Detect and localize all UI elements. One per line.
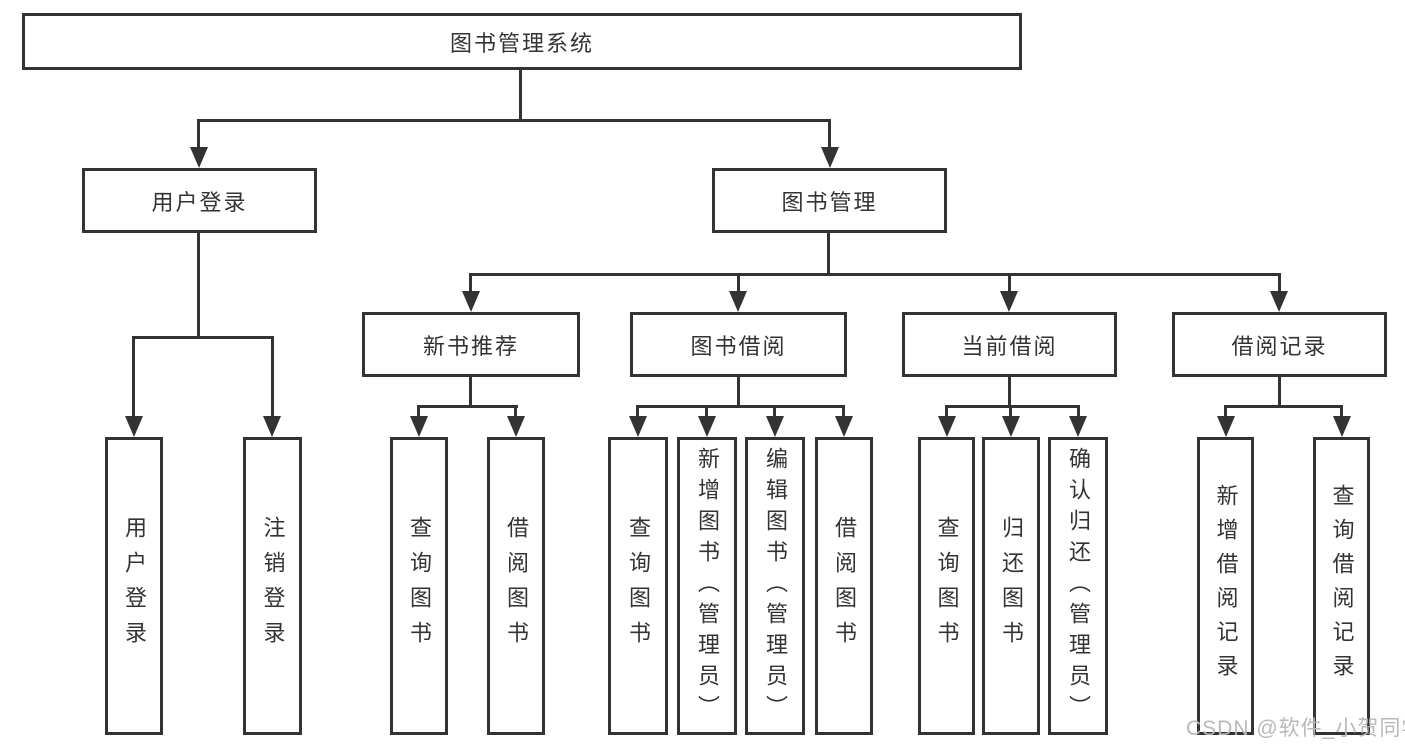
- connector-line: [737, 273, 740, 293]
- connector-line: [132, 336, 274, 339]
- connector-line: [197, 233, 200, 339]
- arrowhead-icon: [629, 416, 647, 437]
- connector-line: [773, 405, 776, 419]
- node-new-book-recommendation: 新书推荐: [362, 312, 580, 377]
- node-label: 图书管理系统: [449, 30, 594, 56]
- arrowhead-icon: [507, 416, 525, 437]
- arrowhead-icon: [1002, 416, 1020, 437]
- connector-line: [945, 405, 948, 419]
- connector-line: [197, 119, 831, 122]
- connector-line: [1009, 405, 1012, 419]
- arrowhead-icon: [938, 416, 956, 437]
- leaf-user-login: 用户登录: [105, 437, 163, 735]
- leaf-return-books: 归还图书: [982, 437, 1040, 735]
- arrowhead-icon: [190, 147, 208, 168]
- node-label: 查询借阅记录: [1329, 484, 1355, 688]
- node-label: 查询图书: [626, 516, 651, 656]
- connector-line: [519, 70, 522, 122]
- arrowhead-icon: [821, 147, 839, 168]
- node-label: 查询图书: [934, 516, 960, 656]
- node-label: 新书推荐: [422, 333, 519, 359]
- connector-line: [1008, 273, 1011, 293]
- node-label: 借阅图书: [504, 516, 529, 656]
- node-label: 借阅图书: [832, 516, 857, 656]
- leaf-query-books-borrowing: 查询图书: [608, 437, 668, 735]
- node-label: 归还图书: [999, 516, 1024, 656]
- node-label: 借阅记录: [1231, 333, 1328, 359]
- connector-line: [827, 233, 830, 276]
- connector-line: [1008, 377, 1011, 408]
- connector-line: [469, 273, 472, 293]
- arrowhead-icon: [1270, 291, 1288, 312]
- node-label: 用户登录: [122, 516, 147, 656]
- arrowhead-icon: [1000, 291, 1018, 312]
- connector-line: [1278, 273, 1281, 293]
- connector-line: [1278, 377, 1281, 408]
- node-label: 新增图书（管理员）: [695, 446, 720, 726]
- arrowhead-icon: [462, 291, 480, 312]
- connector-line: [197, 119, 200, 149]
- arrowhead-icon: [410, 416, 428, 437]
- node-borrowing-records: 借阅记录: [1172, 312, 1387, 377]
- node-user-login: 用户登录: [82, 168, 317, 233]
- connector-line: [132, 336, 135, 417]
- connector-line: [1340, 405, 1343, 419]
- connector-line: [1224, 405, 1227, 419]
- node-book-borrowing: 图书借阅: [630, 312, 847, 377]
- leaf-edit-books-admin: 编辑图书（管理员）: [745, 437, 805, 735]
- leaf-query-books-current: 查询图书: [918, 437, 975, 735]
- connector-line: [417, 405, 420, 419]
- connector-line: [945, 405, 1080, 408]
- connector-line: [469, 377, 472, 408]
- csdn-watermark: CSDN @软件_小贺同学: [1186, 717, 1405, 740]
- node-book-management: 图书管理: [712, 168, 947, 233]
- leaf-add-borrow-record: 新增借阅记录: [1197, 437, 1254, 735]
- node-label: 用户登录: [151, 189, 248, 215]
- leaf-borrow-books-recommend: 借阅图书: [487, 437, 545, 735]
- leaf-query-books-recommend: 查询图书: [390, 437, 448, 735]
- node-label: 查询图书: [407, 516, 432, 656]
- leaf-add-books-admin: 新增图书（管理员）: [677, 437, 737, 735]
- connector-line: [417, 405, 518, 408]
- node-label: 确认归还（管理员）: [1066, 446, 1091, 726]
- leaf-query-borrow-record: 查询借阅记录: [1313, 437, 1370, 735]
- node-library-system: 图书管理系统: [22, 13, 1022, 70]
- node-label: 图书管理: [781, 189, 878, 215]
- node-label: 图书借阅: [690, 333, 787, 359]
- arrowhead-icon: [1217, 416, 1235, 437]
- arrowhead-icon: [1333, 416, 1351, 437]
- connector-line: [469, 273, 1281, 276]
- arrowhead-icon: [766, 416, 784, 437]
- node-label: 当前借阅: [961, 333, 1058, 359]
- arrowhead-icon: [835, 416, 853, 437]
- arrowhead-icon: [125, 416, 143, 437]
- connector-line: [842, 405, 845, 419]
- arrowhead-icon: [1069, 416, 1087, 437]
- connector-line: [1077, 405, 1080, 419]
- node-label: 新增借阅记录: [1213, 484, 1239, 688]
- connector-line: [514, 405, 517, 419]
- connector-line: [636, 405, 639, 419]
- arrowhead-icon: [729, 291, 747, 312]
- connector-line: [271, 336, 274, 417]
- connector-line: [828, 119, 831, 149]
- connector-line: [737, 377, 740, 408]
- node-label: 注销登录: [260, 516, 286, 656]
- leaf-logout-login: 注销登录: [243, 437, 302, 735]
- connector-line: [705, 405, 708, 419]
- leaf-borrow-books-borrowing: 借阅图书: [815, 437, 873, 735]
- connector-line: [636, 405, 845, 408]
- arrowhead-icon: [698, 416, 716, 437]
- leaf-confirm-return-admin: 确认归还（管理员）: [1048, 437, 1108, 735]
- arrowhead-icon: [263, 416, 281, 437]
- node-current-borrowing: 当前借阅: [902, 312, 1117, 377]
- node-label: 编辑图书（管理员）: [763, 446, 788, 726]
- connector-line: [1224, 405, 1343, 408]
